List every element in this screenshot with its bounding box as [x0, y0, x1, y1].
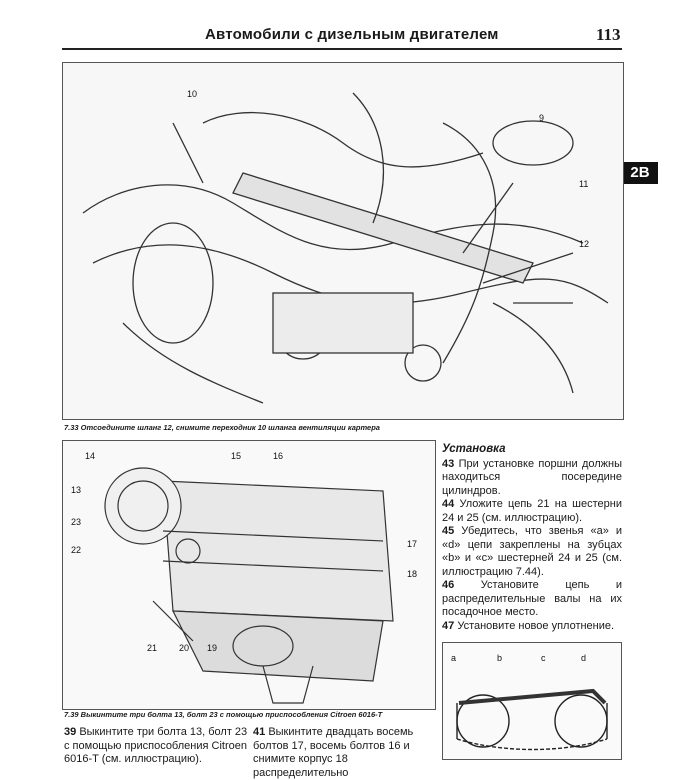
figure-7-33-engine-photo: 10 9 11 12: [62, 62, 624, 420]
timing-chain-illustration: a b c d: [451, 653, 608, 751]
callout-a: a: [451, 653, 456, 663]
callout-15: 15: [231, 451, 241, 461]
page-header-title: Автомобили с дизельным двигателем: [205, 26, 499, 43]
callout-19: 19: [207, 643, 217, 653]
figure-7-39-camshaft-housing: 14 15 16 13 23 22 17 18 21 20 19: [62, 440, 436, 710]
callout-9: 9: [539, 113, 544, 123]
step-47: 47 Установите новое уплотнение.: [442, 619, 615, 632]
callout-14: 14: [85, 451, 95, 461]
callout-10: 10: [187, 89, 197, 99]
camshaft-housing-illustration: 14 15 16 13 23 22 17 18 21 20 19: [71, 451, 417, 704]
figure-7-39-caption: 7.39 Выкинтите три болта 13, болт 23 с п…: [64, 710, 383, 719]
callout-17: 17: [407, 539, 417, 549]
installation-heading: Установка: [442, 443, 506, 455]
callout-18: 18: [407, 569, 417, 579]
step-46: 46 Установите цепь и распределительные в…: [442, 579, 622, 618]
callout-b: b: [497, 653, 502, 663]
callout-22: 22: [71, 545, 81, 555]
callout-20: 20: [179, 643, 189, 653]
callout-13: 13: [71, 485, 81, 495]
figure-7-33-caption: 7.33 Отсоедините шланг 12, снимите перех…: [64, 423, 380, 432]
step-41: 41 Выкинтите двадцать восемь болтов 17, …: [253, 726, 414, 779]
callout-16: 16: [273, 451, 283, 461]
callout-12: 12: [579, 239, 589, 249]
installation-section: Установка 43 При установке поршни должны…: [442, 443, 622, 633]
step-44: 44 Уложите цепь 21 на шестерни 24 и 25 (…: [442, 498, 622, 524]
callout-d: d: [581, 653, 586, 663]
callout-11: 11: [579, 179, 588, 189]
step-39: 39 Выкинтите три болта 13, болт 23 с пом…: [64, 726, 248, 765]
engine-illustration: 10 9 11 12: [82, 89, 609, 404]
figure-7-44-chain-diagram: a b c d: [442, 642, 622, 760]
step-43: 43 При установке поршни должны находитьс…: [442, 457, 622, 497]
header-rule: [62, 48, 622, 50]
section-tab: 2B: [622, 162, 658, 184]
page-number: 113: [596, 25, 621, 44]
callout-23: 23: [71, 517, 81, 527]
step-45: 45 Убедитесь, что звенья «а» и «d» цепи …: [442, 525, 622, 578]
callout-c: c: [541, 653, 546, 663]
callout-21: 21: [147, 643, 157, 653]
